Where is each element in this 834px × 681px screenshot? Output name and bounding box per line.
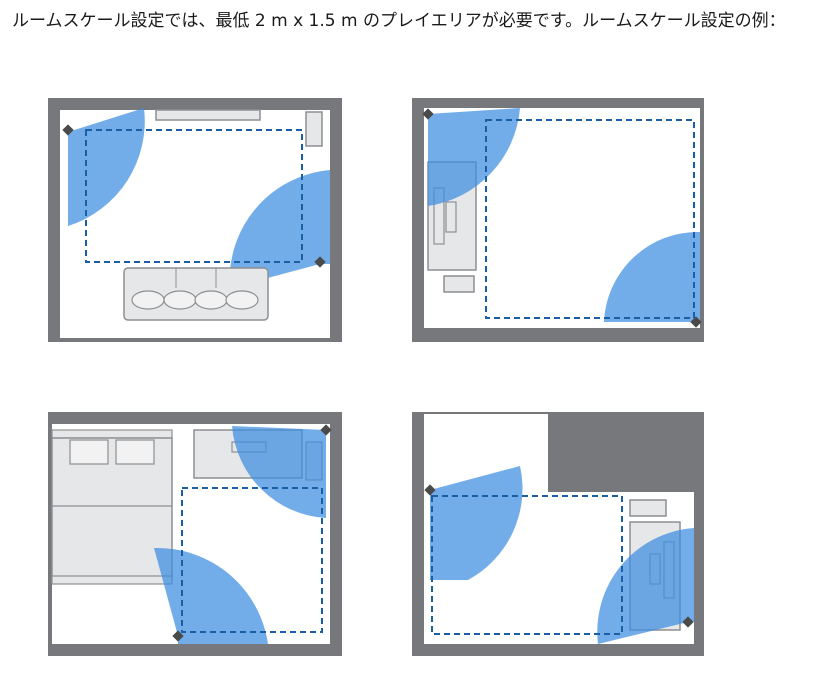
base-station-b: [314, 256, 326, 268]
example-diagram-bedroom: [48, 412, 342, 656]
bed-icon: [51, 429, 173, 585]
intro-paragraph: ルームスケール設定では、最低 2 m x 1.5 m のプレイエリアが必要です。…: [12, 11, 786, 31]
cabinet-icon: [305, 111, 323, 147]
base-station-b: [682, 616, 694, 628]
example-diagram-office: [412, 98, 704, 342]
coverage-cone-a: [430, 466, 523, 580]
sofa-icon: [123, 267, 269, 321]
example-diagram-living-room: [48, 98, 342, 342]
play-area: [85, 129, 303, 263]
coverage-cone-b: [604, 231, 700, 322]
example-diagram-l-shaped-room: [412, 412, 704, 656]
coverage-cone-b: [229, 170, 330, 288]
play-area: [485, 119, 695, 319]
play-area: [181, 487, 323, 633]
coverage-cone-a: [428, 108, 520, 206]
coverage-cone-b: [597, 528, 694, 644]
base-station-b: [690, 316, 702, 328]
coverage-cone-a: [68, 108, 145, 226]
play-area: [431, 495, 623, 635]
tv-icon: [155, 109, 261, 121]
coverage-cone-a: [232, 426, 326, 518]
